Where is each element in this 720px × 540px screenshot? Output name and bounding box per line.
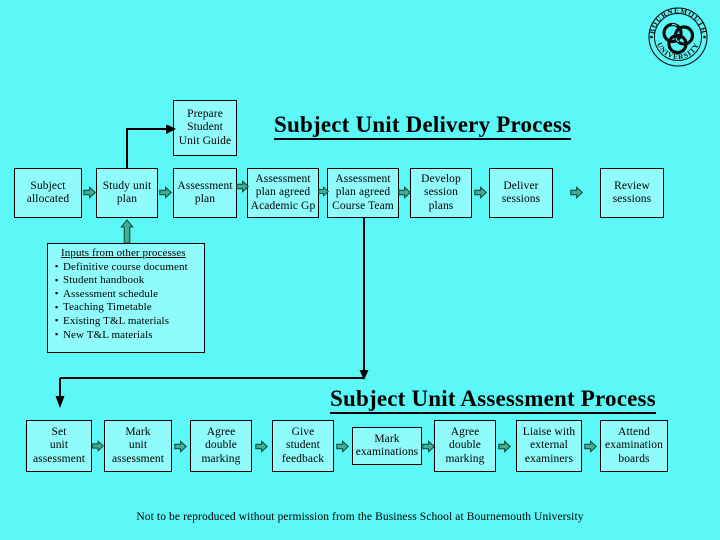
box-line: Assessment [255, 172, 311, 185]
box-line: assessment [111, 452, 165, 465]
bournemouth-university-logo: BOURNEMOUTH UNIVERSITY [645, 4, 711, 70]
inputs-panel-heading: Inputs from other processes [61, 247, 186, 259]
box-line: Prepare [187, 107, 223, 120]
flow-arrow-icon [255, 440, 268, 453]
box-line: plan [194, 193, 216, 205]
connector-study-plan-to-prepare-guide [124, 125, 178, 175]
flow-arrow-icon [474, 186, 487, 199]
process-box-assessment-plan-agreed-academic-gp[interactable]: Assessment plan agreed Academic Gp [247, 168, 319, 218]
box-line: Assessment [177, 179, 233, 192]
box-line: plans [428, 199, 454, 212]
box-line: plan [116, 193, 138, 205]
box-line: marking [201, 452, 241, 465]
process-box-prepare-student-unit-guide[interactable]: Prepare Student Unit Guide [173, 100, 237, 156]
box-line: double [205, 439, 237, 452]
box-line: Assessment [335, 172, 391, 185]
connector-delivery-to-assessment-process [54, 216, 374, 411]
list-item: Existing T&L materials [52, 314, 204, 329]
box-line: external [530, 439, 568, 452]
box-line: Student [187, 121, 223, 134]
flow-arrow-icon [174, 440, 187, 453]
delivery-process-title: Subject Unit Delivery Process [274, 112, 572, 141]
box-line: sessions [501, 193, 541, 205]
box-line: Liaise with [522, 425, 576, 438]
process-box-mark-unit-assessment[interactable]: Mark unit assessment [104, 420, 172, 472]
process-box-give-student-feedback[interactable]: Give student feedback [272, 420, 334, 472]
box-line: Mark [374, 432, 400, 445]
box-line: session [424, 186, 458, 199]
box-line: feedback [281, 452, 325, 465]
process-box-set-unit-assessment[interactable]: Set unit assessment [26, 420, 92, 472]
list-item: New T&L materials [52, 328, 204, 343]
box-line: Subject [30, 179, 66, 192]
box-line: allocated [26, 193, 70, 205]
box-line: student [286, 439, 320, 452]
process-box-subject-allocated[interactable]: Subject allocated [14, 168, 82, 218]
box-line: Give [291, 425, 315, 438]
box-line: Attend [618, 425, 650, 438]
flow-arrow-icon [422, 440, 435, 453]
box-line: unit [128, 439, 148, 452]
box-line: Study unit [102, 179, 152, 192]
box-line: sessions [612, 193, 652, 205]
process-box-develop-session-plans[interactable]: Develop session plans [410, 168, 472, 218]
inputs-from-other-processes-panel: Inputs from other processes Definitive c… [47, 243, 205, 353]
inputs-up-arrow-icon [120, 219, 134, 244]
flow-arrow-icon [318, 186, 329, 197]
process-box-assessment-plan-agreed-course-team[interactable]: Assessment plan agreed Course Team [327, 168, 399, 218]
box-line: examiners [524, 452, 574, 465]
box-line: unit [49, 439, 69, 452]
flow-arrow-icon [92, 440, 104, 452]
box-line: Develop [421, 172, 461, 185]
box-line: Set [51, 425, 67, 438]
process-box-liaise-with-external-examiners[interactable]: Liaise with external examiners [516, 420, 582, 472]
box-line: Course Team [332, 199, 394, 212]
box-line: plan agreed [335, 186, 391, 199]
flow-arrow-icon [236, 180, 249, 193]
process-box-attend-examination-boards[interactable]: Attend examination boards [600, 420, 668, 472]
flow-arrow-icon [584, 440, 597, 453]
inputs-panel-list: Definitive course document Student handb… [52, 260, 204, 343]
box-line: assessment [32, 452, 86, 465]
process-box-mark-examinations[interactable]: Mark examinations [352, 427, 422, 465]
box-line: examinations [355, 446, 419, 458]
flow-arrow-icon [498, 440, 511, 453]
assessment-process-title: Subject Unit Assessment Process [330, 386, 656, 415]
process-box-study-unit-plan[interactable]: Study unit plan [96, 168, 158, 218]
process-box-agree-double-marking-2[interactable]: Agree double marking [434, 420, 496, 472]
list-item: Student handbook [52, 274, 204, 288]
copyright-footer: Not to be reproduced without permission … [136, 511, 584, 523]
flow-arrow-icon [159, 186, 172, 199]
box-line: Deliver [503, 179, 539, 192]
process-box-deliver-sessions[interactable]: Deliver sessions [489, 168, 553, 218]
list-item: Teaching Timetable [52, 301, 204, 315]
box-line: double [449, 439, 481, 452]
list-item: Definitive course document [52, 260, 204, 275]
box-line: Unit Guide [178, 134, 232, 147]
box-line: plan agreed [255, 186, 311, 199]
box-line: examination [605, 439, 663, 452]
box-line: Agree [206, 425, 236, 438]
process-box-assessment-plan[interactable]: Assessment plan [173, 168, 237, 218]
box-line: Agree [450, 425, 480, 438]
flow-arrow-icon [336, 440, 349, 453]
process-box-agree-double-marking-1[interactable]: Agree double marking [190, 420, 252, 472]
box-line: Academic Gp [250, 199, 316, 212]
box-line: Mark [125, 425, 151, 438]
box-line: boards [618, 452, 650, 465]
flow-arrow-icon [398, 186, 411, 199]
flow-arrow-icon [570, 186, 583, 199]
list-item: Assessment schedule [52, 287, 204, 302]
box-line: marking [445, 452, 485, 465]
box-line: Review [614, 179, 650, 192]
flow-arrow-icon [83, 186, 96, 199]
process-box-review-sessions[interactable]: Review sessions [600, 168, 664, 218]
